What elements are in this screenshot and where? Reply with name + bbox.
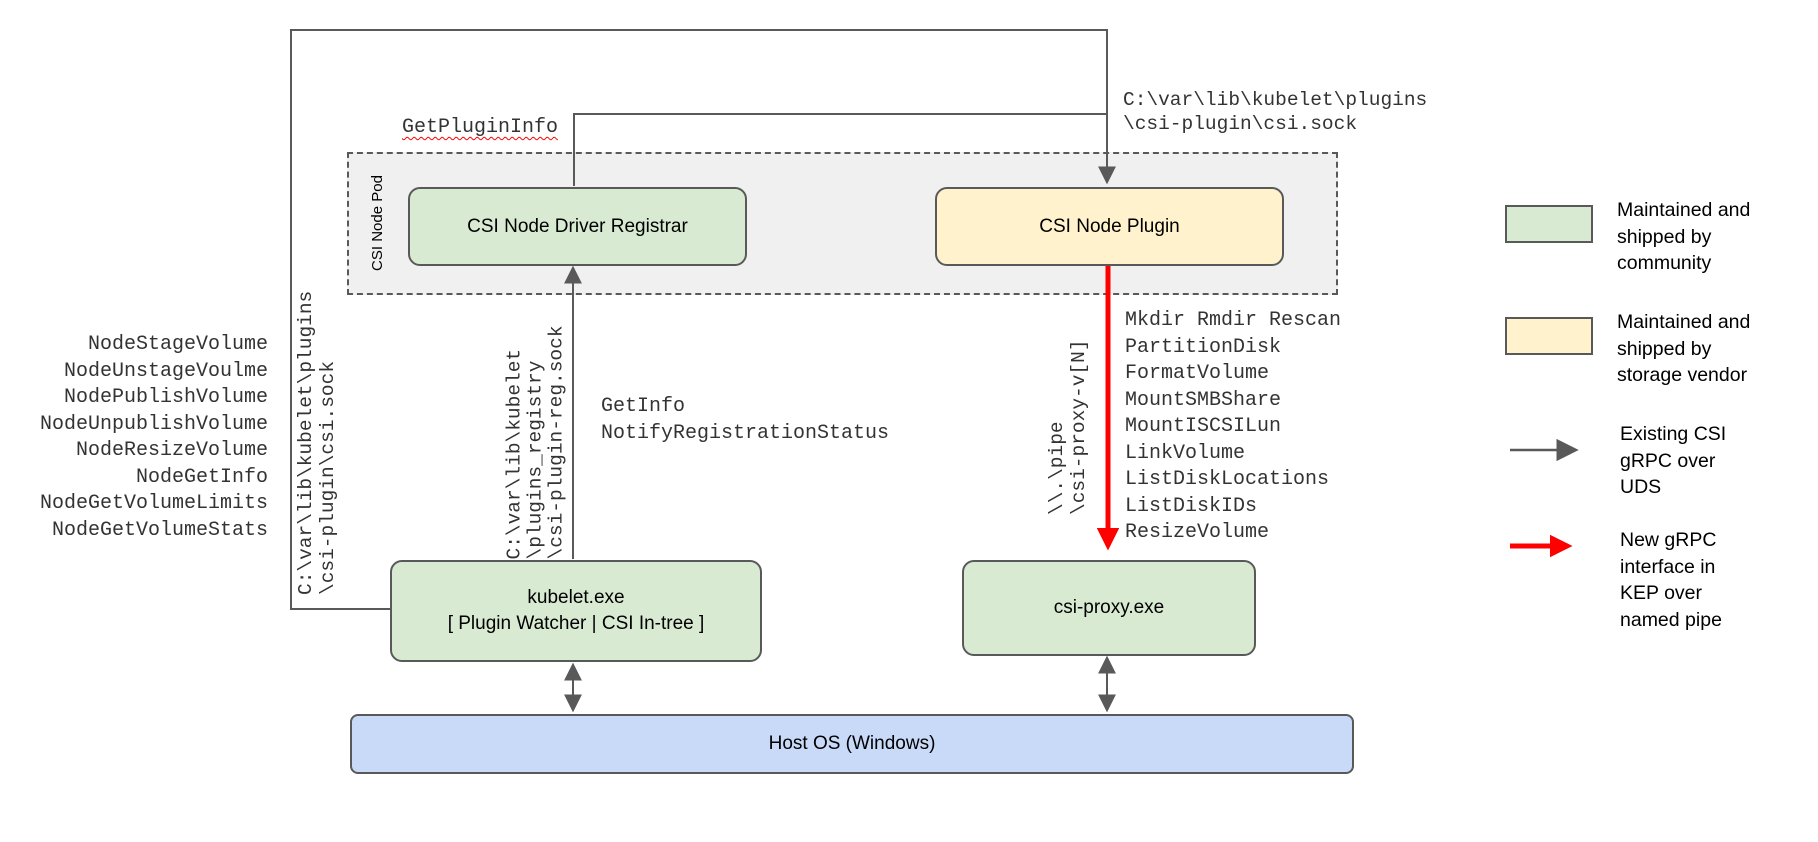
registrar-label: CSI Node Driver Registrar [467, 215, 688, 237]
kubelet-node-calls-list: NodeStageVolume NodeUnstageVoulme NodePu… [39, 333, 268, 542]
registration-socket-path-rotated: C:\var\lib\kubelet \plugins_registry \cs… [503, 325, 568, 560]
registration-calls-list: GetInfo NotifyRegistrationStatus [601, 395, 890, 445]
host-os-label: Host OS (Windows) [768, 733, 936, 754]
csi-proxy-label: csi-proxy.exe [1053, 597, 1165, 618]
legend-community-label: Maintained and shipped by community [1617, 199, 1751, 274]
uds-socket-path-left-rotated: C:\var\lib\kubelet\plugins \csi-plugin\c… [295, 290, 339, 595]
getplugininfo-label: GetPluginInfo [401, 116, 558, 139]
named-pipe-path-rotated: \\.\pipe \csi-proxy-v[N] [1046, 339, 1090, 515]
legend-existing-grpc-label: Existing CSI gRPC over UDS [1620, 423, 1727, 498]
legend-community-swatch [1505, 205, 1593, 243]
legend-vendor-label: Maintained and shipped by storage vendor [1617, 311, 1751, 386]
plugin-label: CSI Node Plugin [1039, 215, 1180, 237]
legend-vendor-swatch [1505, 317, 1593, 355]
uds-socket-path-top: C:\var\lib\kubelet\plugins \csi-plugin\c… [1123, 89, 1428, 135]
kubelet-box: kubelet.exe [ Plugin Watcher | CSI In-tr… [390, 560, 762, 662]
host-os-box: Host OS (Windows) [350, 714, 1354, 774]
legend-new-grpc-label: New gRPC interface in KEP over named pip… [1620, 529, 1722, 631]
kubelet-label-line2: [ Plugin Watcher | CSI In-tree ] [447, 613, 705, 634]
csi-node-pod-label: CSI Node Pod [369, 175, 386, 271]
csi-proxy-box: csi-proxy.exe [962, 560, 1256, 656]
proxy-calls-list: Mkdir Rmdir Rescan PartitionDisk FormatV… [1125, 309, 1342, 544]
csi-node-driver-registrar-box: CSI Node Driver Registrar [408, 187, 747, 266]
csi-node-plugin-box: CSI Node Plugin [935, 187, 1284, 266]
kubelet-label-line1: kubelet.exe [527, 587, 625, 608]
